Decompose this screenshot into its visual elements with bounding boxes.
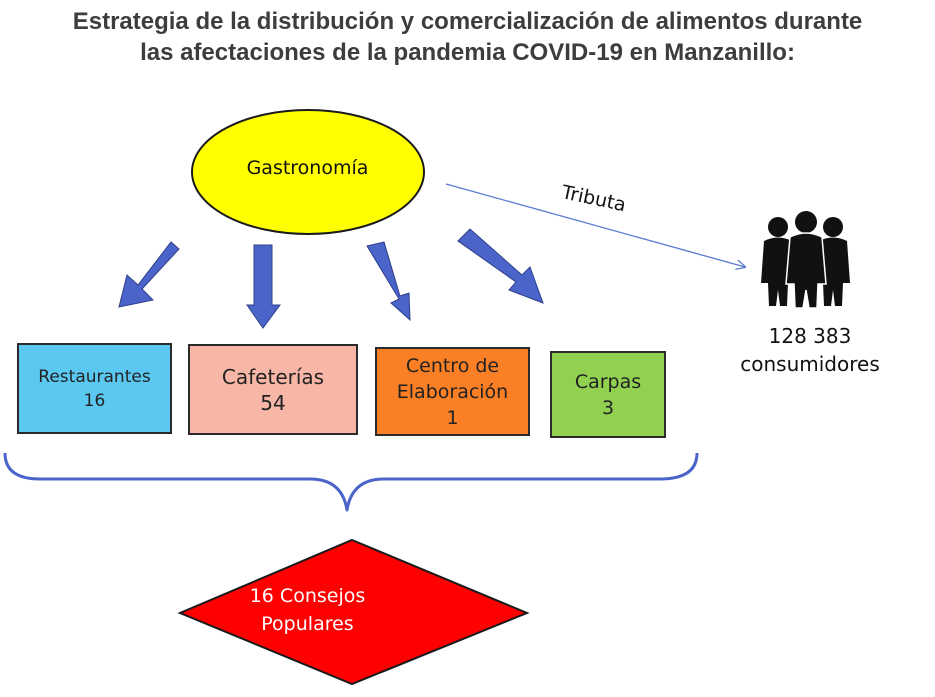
cafeterias-label: Cafeterías xyxy=(221,364,325,389)
centro-value: 1 xyxy=(446,406,459,429)
grouping-brace xyxy=(3,452,699,512)
consejos-diamond xyxy=(177,538,530,686)
consejos-line-1: 16 Consejos xyxy=(249,585,366,607)
consumers-text: consumidores xyxy=(740,352,880,376)
gastronomia-ellipse xyxy=(191,109,425,235)
people-group-icon xyxy=(761,211,850,309)
tributa-arrow xyxy=(445,183,745,267)
carpas-box: Carpas 3 xyxy=(550,351,666,438)
restaurantes-value: 16 xyxy=(83,390,106,411)
cafeterias-value: 54 xyxy=(260,390,286,415)
gastronomia-label: Gastronomía xyxy=(246,157,369,179)
consumers-label: 128 383 consumidores xyxy=(720,322,900,378)
restaurantes-box: Restaurantes 16 xyxy=(17,343,172,434)
arrow-to-carpas xyxy=(457,228,544,304)
restaurantes-label: Restaurantes xyxy=(38,366,151,387)
centro-elaboracion-box: Centro de Elaboración 1 xyxy=(375,347,530,436)
consumers-count: 128 383 xyxy=(768,324,852,348)
title-line-2: las afectaciones de la pandemia COVID-19… xyxy=(140,39,795,66)
title-line-1: Estrategia de la distribución y comercia… xyxy=(72,8,863,35)
arrow-to-centro xyxy=(366,241,411,322)
consejos-label: 16 Consejos Populares xyxy=(220,582,395,638)
centro-label-line-1: Centro de xyxy=(405,354,500,377)
centro-label-line-2: Elaboración xyxy=(396,380,509,403)
arrow-to-restaurantes xyxy=(118,241,180,308)
carpas-value: 3 xyxy=(601,396,615,419)
carpas-label: Carpas xyxy=(574,370,642,393)
page-title: Estrategia de la distribución y comercia… xyxy=(0,6,935,68)
cafeterias-box: Cafeterías 54 xyxy=(188,344,358,435)
consejos-line-2: Populares xyxy=(261,613,354,635)
arrow-to-cafeterias xyxy=(246,244,281,329)
